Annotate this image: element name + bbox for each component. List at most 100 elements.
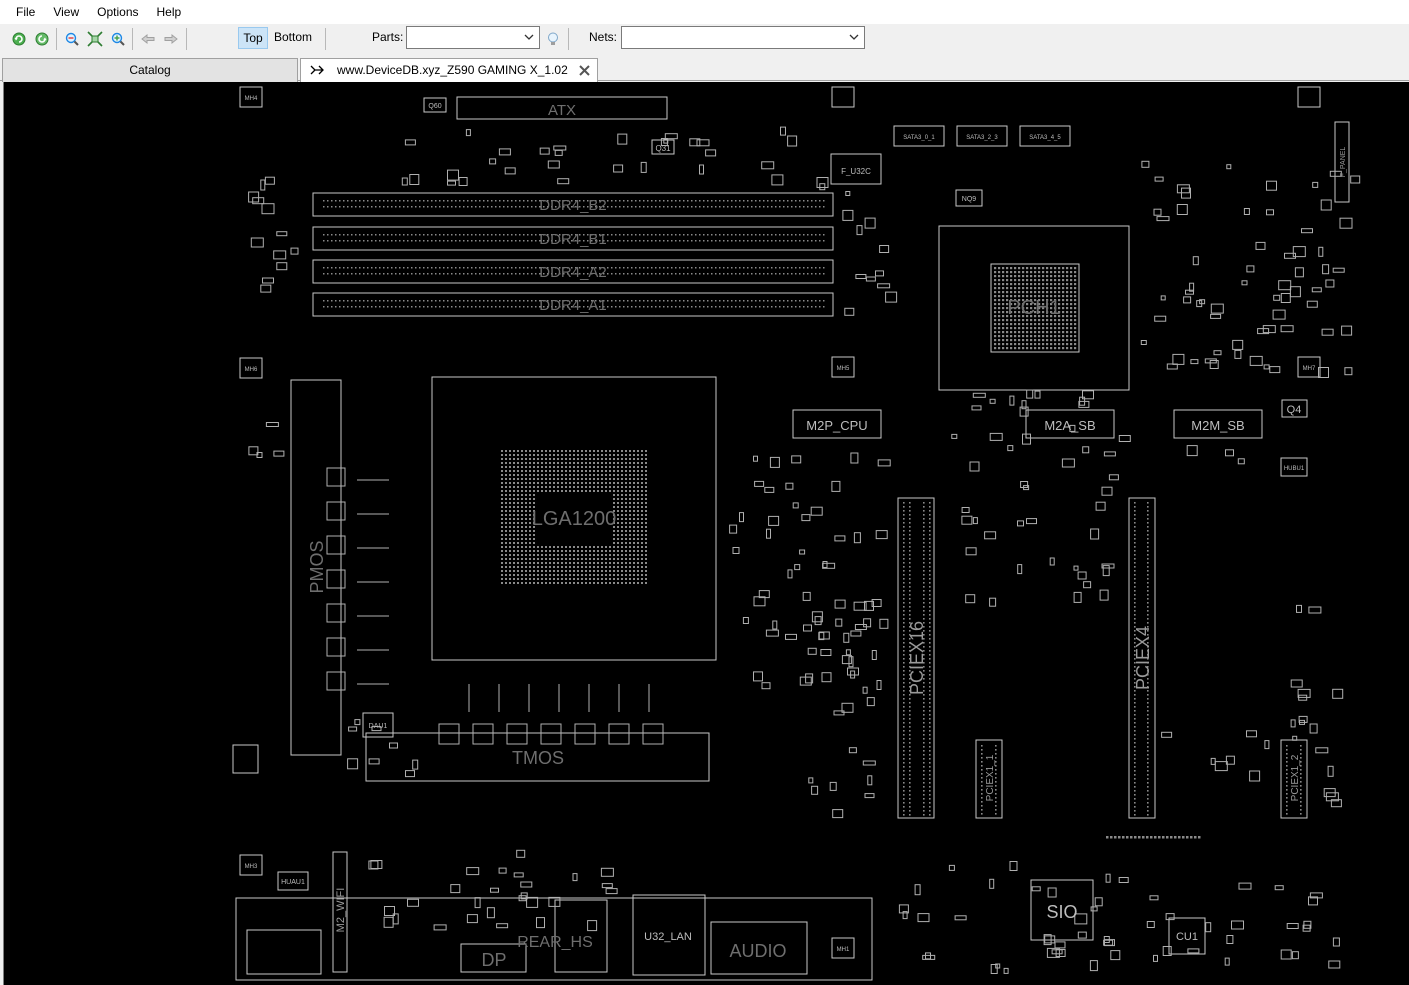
- label-cu1: CU1: [1176, 931, 1198, 943]
- label-pmos: PMOS: [307, 540, 327, 593]
- label-sio: SIO: [1046, 902, 1077, 922]
- component-q60[interactable]: [423, 97, 447, 113]
- board-file-icon: [310, 65, 324, 75]
- fit-view-icon[interactable]: [85, 29, 105, 49]
- label-ddr-a1: DDR4_A1: [539, 297, 607, 314]
- label-dp: DP: [481, 950, 506, 970]
- label-f-panel: F_PANEL: [1340, 147, 1347, 178]
- label-dau1: DAU1: [369, 723, 388, 730]
- zoom-out-icon[interactable]: [62, 29, 82, 49]
- component-hubu1[interactable]: [1280, 457, 1308, 477]
- sio-chip[interactable]: [1030, 879, 1094, 941]
- menu-view[interactable]: View: [53, 5, 80, 19]
- menu-help[interactable]: Help: [156, 5, 182, 19]
- mount-hole-mh-top-middle: [831, 86, 855, 108]
- pcb-board-view[interactable]: ATX DDR4_B2 DDR4_B1 DDR4_A2 DDR4_A1 PCH1…: [3, 82, 1409, 985]
- label-mh5: MH5: [837, 366, 850, 372]
- pciex4-slot[interactable]: [1128, 497, 1156, 819]
- m2p-cpu-slot[interactable]: [792, 409, 882, 439]
- nets-dropdown[interactable]: [621, 26, 865, 49]
- menu-file[interactable]: File: [16, 5, 36, 19]
- label-mh4: MH4: [245, 96, 258, 102]
- cpu-socket[interactable]: [431, 376, 717, 661]
- label-nq9: NQ9: [962, 196, 977, 203]
- label-u32-lan: U32_LAN: [644, 931, 692, 943]
- label-pciex1-1: PCIEX1_1: [985, 754, 996, 801]
- cu1-chip[interactable]: [1168, 917, 1206, 955]
- label-ddr-a2: DDR4_A2: [539, 264, 607, 281]
- atx-connector[interactable]: [456, 96, 668, 120]
- menu-options[interactable]: Options: [97, 5, 139, 19]
- audio-jack[interactable]: [710, 921, 808, 975]
- usb-stack[interactable]: [246, 929, 322, 975]
- bottom-side-button[interactable]: Bottom: [273, 30, 312, 44]
- sata3-2-3-connector[interactable]: [956, 125, 1008, 147]
- mount-hole-mh1: [831, 937, 855, 959]
- label-m2-wifi: M2_WIFI: [335, 888, 347, 933]
- pcb-canvas[interactable]: ATX DDR4_B2 DDR4_B1 DDR4_A2 DDR4_A1 PCH1…: [4, 82, 1409, 985]
- tab-bar: Catalog www.DeviceDB.xyz_Z590 GAMING X_1…: [0, 54, 1409, 83]
- rear-hs-connector[interactable]: [554, 899, 608, 973]
- sata3-0-1-connector[interactable]: [893, 125, 945, 147]
- forward-arrow-icon[interactable]: [161, 29, 181, 49]
- lightbulb-icon[interactable]: [543, 29, 563, 49]
- chevron-down-icon: [849, 34, 859, 40]
- label-audio: AUDIO: [729, 941, 786, 961]
- m2a-sb-slot[interactable]: [1025, 409, 1115, 439]
- pch-die: [990, 263, 1080, 353]
- label-ddr-b1: DDR4_B1: [539, 231, 607, 248]
- top-side-button[interactable]: Top: [238, 27, 268, 49]
- toolbar-separator: [568, 28, 569, 50]
- tmos-region: [365, 732, 710, 782]
- label-sata3-01: SATA3_0_1: [903, 135, 935, 141]
- nets-label: Nets:: [589, 30, 618, 44]
- component-nq9[interactable]: [955, 189, 983, 207]
- zoom-in-icon[interactable]: [108, 29, 128, 49]
- label-mh6: MH6: [245, 367, 258, 373]
- dimm-slot-a1[interactable]: [312, 292, 834, 317]
- component-dau1[interactable]: [362, 712, 394, 738]
- dimm-slot-a2[interactable]: [312, 259, 834, 284]
- close-icon[interactable]: [578, 64, 591, 77]
- label-rear-hs: REAR_HS: [517, 934, 593, 951]
- component-huau1[interactable]: [277, 871, 309, 891]
- dp-connector[interactable]: [460, 943, 527, 973]
- label-sata3-23: SATA3_2_3: [966, 135, 998, 141]
- label-mh7: MH7: [1303, 366, 1316, 372]
- refresh-green-alt-icon[interactable]: [32, 29, 52, 49]
- pciex16-slot[interactable]: [897, 497, 935, 819]
- rear-io-region: [235, 897, 873, 981]
- mount-hole-mh3: [239, 854, 263, 876]
- label-q60: Q60: [428, 103, 441, 110]
- label-mh1: MH1: [837, 947, 850, 953]
- label-q4: Q4: [1287, 404, 1302, 416]
- m2-wifi-slot[interactable]: [332, 851, 348, 973]
- label-pch: PCH1: [1007, 297, 1060, 319]
- toolbar-separator: [325, 28, 326, 50]
- u32-lan-connector[interactable]: [632, 894, 706, 976]
- dimm-slot-b2[interactable]: [312, 192, 834, 217]
- pcb-pads: [323, 200, 1302, 839]
- label-m2p-cpu: M2P_CPU: [806, 418, 867, 433]
- tab-board-file[interactable]: www.DeviceDB.xyz_Z590 GAMING X_1.02: [300, 58, 598, 83]
- label-huau1: HUAU1: [281, 879, 305, 886]
- pmos-region: [290, 379, 342, 756]
- m2m-sb-slot[interactable]: [1173, 409, 1263, 439]
- component-q31[interactable]: [651, 139, 675, 155]
- refresh-green-icon[interactable]: [9, 29, 29, 49]
- component-q4[interactable]: [1281, 399, 1308, 418]
- mount-hole-mh6: [239, 357, 263, 379]
- parts-label: Parts:: [372, 30, 404, 44]
- f-u32c-connector[interactable]: [830, 153, 882, 185]
- pch-chip[interactable]: [938, 225, 1130, 391]
- parts-dropdown[interactable]: [406, 26, 540, 49]
- sata3-4-5-connector[interactable]: [1019, 125, 1071, 147]
- label-f-u32c: F_U32C: [841, 167, 871, 176]
- dimm-slot-b1[interactable]: [312, 226, 834, 251]
- f-panel-connector[interactable]: [1334, 121, 1350, 203]
- tab-catalog[interactable]: Catalog: [2, 58, 298, 82]
- tab-board-label: www.DeviceDB.xyz_Z590 GAMING X_1.02: [337, 63, 568, 77]
- pciex1-1-slot[interactable]: [975, 739, 1003, 819]
- label-tmos: TMOS: [512, 748, 564, 768]
- back-arrow-icon[interactable]: [138, 29, 158, 49]
